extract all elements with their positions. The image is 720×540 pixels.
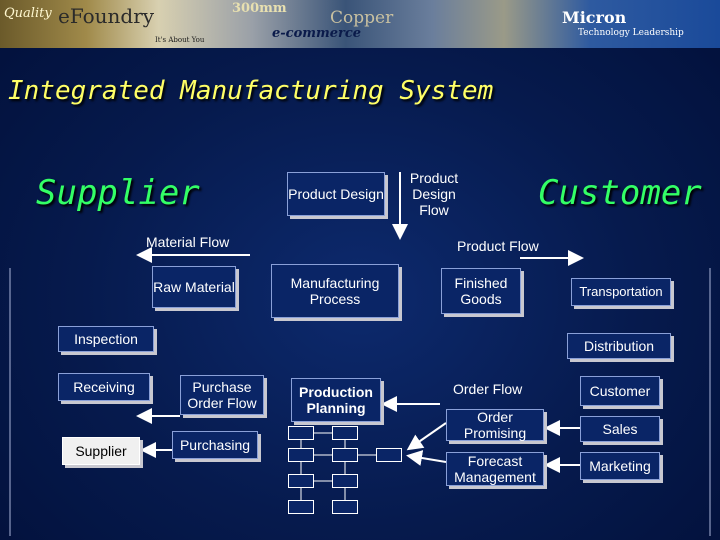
supplier-heading: Supplier <box>36 173 200 213</box>
banner-text-quality: Quality <box>4 6 52 21</box>
planning-grid-lines <box>300 432 376 507</box>
planning-grid-cell <box>288 426 314 440</box>
planning-grid-cell <box>332 448 358 462</box>
banner-text-tech-leadership: Technology Leadership <box>578 28 684 38</box>
purchasing-box: Purchasing <box>172 431 258 459</box>
banner-text-ecommerce: e-commerce <box>272 26 362 41</box>
raw-material-box: Raw Material <box>152 266 236 308</box>
inspection-box: Inspection <box>58 326 154 352</box>
page-title: Integrated Manufacturing System <box>8 76 494 106</box>
planning-grid-cell <box>332 474 358 488</box>
transportation-box: Transportation <box>571 278 671 306</box>
material-flow-label: Material Flow <box>146 234 230 250</box>
banner-text-300mm: 300mm <box>232 1 287 16</box>
distribution-box: Distribution <box>567 333 671 359</box>
forecast-management-box: Forecast Management <box>446 452 544 486</box>
header-banner: Quality eFoundry It's About You 300mm Co… <box>0 0 720 48</box>
order-flow-label: Order Flow <box>453 381 523 397</box>
planning-grid-cell <box>288 500 314 514</box>
receiving-box: Receiving <box>58 373 150 401</box>
customer-box: Customer <box>580 376 660 406</box>
manufacturing-process-box: Manufacturing Process <box>271 264 399 318</box>
product-design-box: Product Design <box>287 172 385 216</box>
order-promising-arrow <box>406 422 447 451</box>
planning-grid-cell <box>332 426 358 440</box>
planning-grid-cell <box>332 500 358 514</box>
banner-text-about-you: It's About You <box>155 36 205 44</box>
supplier-box: Supplier <box>62 437 140 465</box>
finished-goods-box: Finished Goods <box>441 268 521 314</box>
production-planning-box: Production Planning <box>291 378 381 422</box>
banner-text-micron: Micron <box>562 8 627 27</box>
banner-text-efoundry: eFoundry <box>58 4 155 28</box>
planning-grid-cell <box>288 474 314 488</box>
order-promising-box: Order Promising <box>446 409 544 441</box>
customer-heading: Customer <box>538 173 702 213</box>
marketing-box: Marketing <box>580 452 660 480</box>
product-flow-label: Product Flow <box>457 238 539 254</box>
banner-text-copper: Copper <box>330 8 394 28</box>
purchase-order-flow-box: Purchase Order Flow <box>180 375 264 415</box>
planning-grid-cell <box>376 448 402 462</box>
forecast-arrow <box>406 450 447 466</box>
sales-box: Sales <box>580 416 660 442</box>
planning-grid-cell <box>288 448 314 462</box>
product-design-flow-label: Product Design Flow <box>409 170 459 219</box>
